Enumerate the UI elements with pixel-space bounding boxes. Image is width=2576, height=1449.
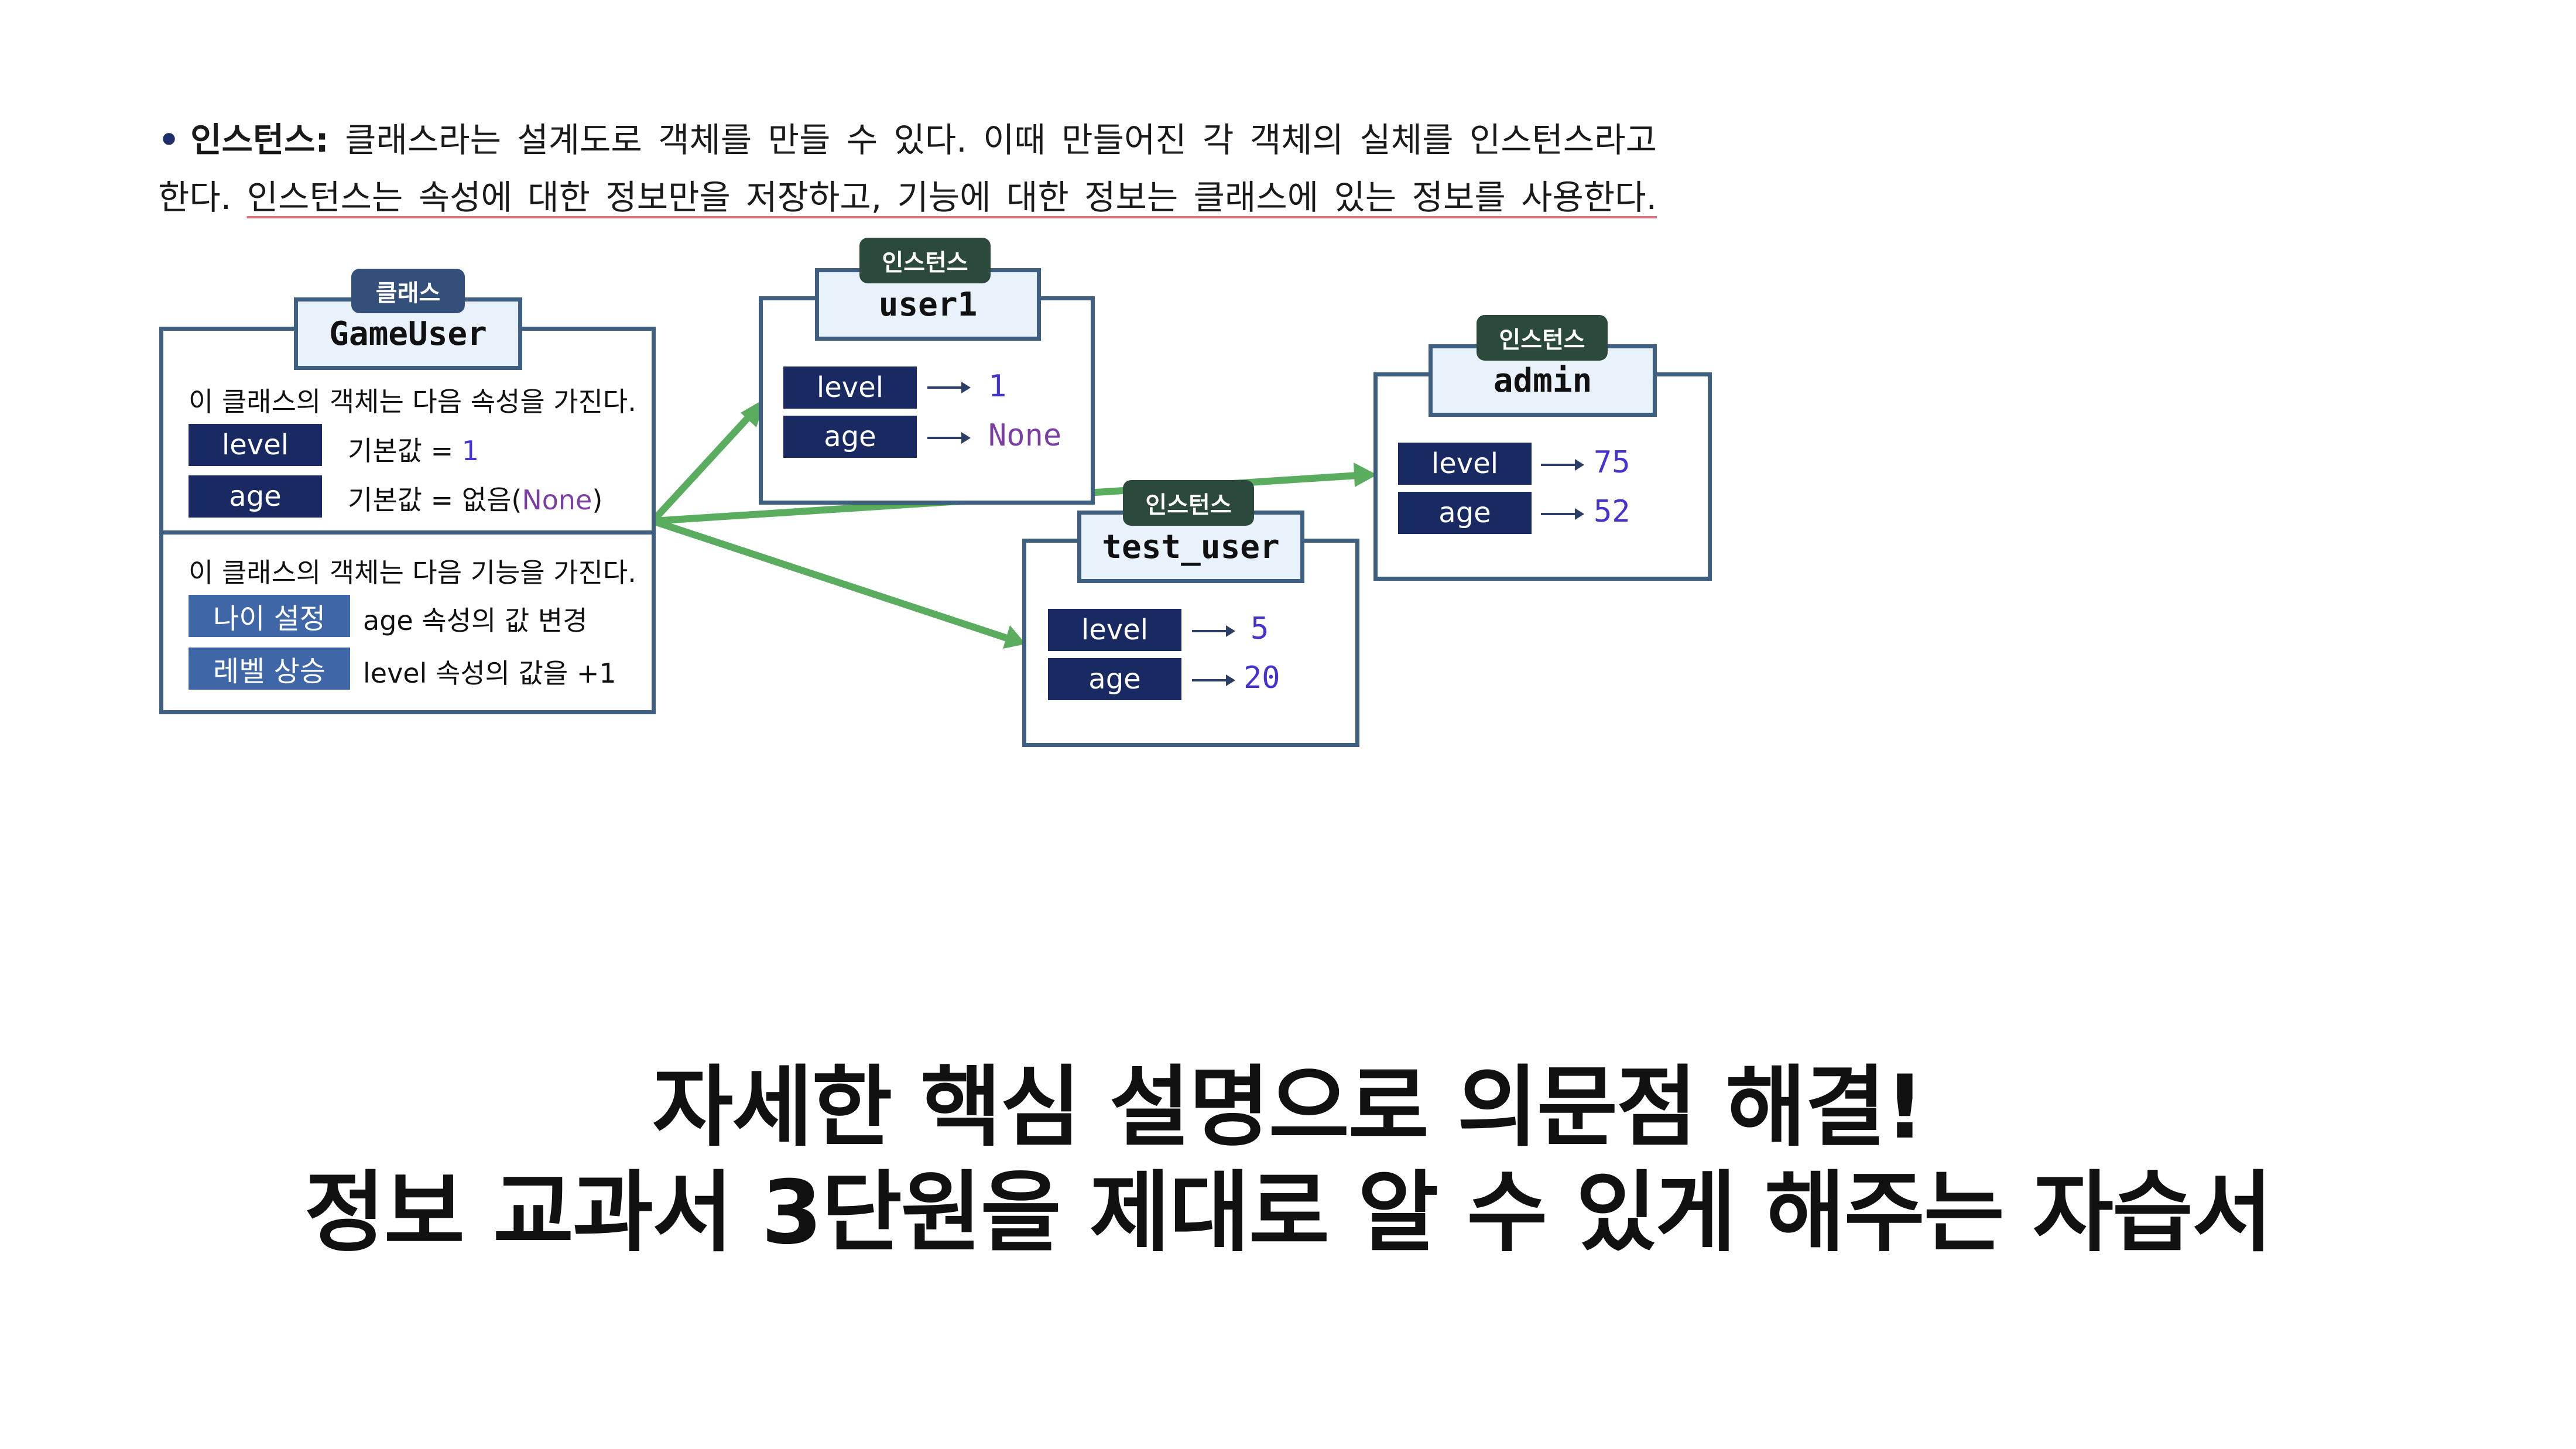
user1-attr-level: level xyxy=(783,366,917,409)
instance-name-admin: admin xyxy=(1429,344,1657,417)
arrow-to-user1 xyxy=(650,407,758,524)
paragraph-line-1-text: 클래스라는 설계도로 객체를 만들 수 있다. 이때 만들어진 각 객체의 실체… xyxy=(328,120,1657,160)
arrowhead-test-user xyxy=(1003,625,1026,649)
instance-tag-user1: 인스턴스 xyxy=(859,238,991,283)
class-attr-desc: 이 클래스의 객체는 다음 속성을 가진다. xyxy=(189,386,636,417)
headline-line-2: 정보 교과서 3단원을 제대로 알 수 있게 해주는 자습서 xyxy=(304,1162,2273,1264)
test-user-attr-age: age xyxy=(1048,658,1181,700)
term: 인스턴스: xyxy=(190,120,329,160)
method-set-age-desc: age 속성의 값 변경 xyxy=(363,605,588,636)
admin-level-value: 75 xyxy=(1594,445,1630,480)
user1-level-value: 1 xyxy=(988,369,1007,404)
method-level-up-desc: level 속성의 값을 +1 xyxy=(363,657,616,689)
instance-tag-admin: 인스턴스 xyxy=(1477,315,1608,361)
class-attr-level: level xyxy=(189,424,322,466)
class-attr-age: age xyxy=(189,475,322,518)
paragraph-line-1: •인스턴스: 클래스라는 설계도로 객체를 만들 수 있다. 이때 만들어진 각… xyxy=(158,111,1657,169)
default-label-age: 기본값 = 없음( xyxy=(348,484,522,516)
admin-age-value: 52 xyxy=(1594,494,1630,529)
test-user-age-value: 20 xyxy=(1244,660,1280,696)
admin-level-arrow xyxy=(1541,459,1584,471)
paragraph-line-2: 한다. 인스턴스는 속성에 대한 정보만을 저장하고, 기능에 대한 정보는 클… xyxy=(158,169,1657,226)
arrow-to-test-user xyxy=(652,518,1008,642)
user1-age-arrow xyxy=(927,432,971,444)
user1-age-value: None xyxy=(988,418,1062,453)
test-user-age-arrow xyxy=(1192,674,1235,686)
paragraph-line-2-text: 한다. xyxy=(158,177,247,217)
method-level-up: 레벨 상승 xyxy=(189,648,350,690)
admin-age-arrow xyxy=(1541,508,1584,520)
user1-level-arrow xyxy=(927,382,971,393)
instance-name-test-user: test_user xyxy=(1077,511,1304,583)
admin-attr-level: level xyxy=(1398,443,1532,485)
test-user-level-arrow xyxy=(1192,625,1235,637)
instance-tag-test-user: 인스턴스 xyxy=(1123,480,1254,526)
bullet: • xyxy=(158,120,180,160)
method-set-age: 나이 설정 xyxy=(189,595,350,637)
class-attr-age-default: 기본값 = 없음(None) xyxy=(348,479,602,518)
underlined-sentence: 인스턴스는 속성에 대한 정보만을 저장하고, 기능에 대한 정보는 클래스에 … xyxy=(246,177,1657,217)
default-value-age: None xyxy=(522,484,592,516)
default-label-level: 기본값 = xyxy=(348,435,462,467)
test-user-attr-level: level xyxy=(1048,609,1181,651)
test-user-level-value: 5 xyxy=(1251,611,1269,646)
default-value-level: 1 xyxy=(461,435,479,467)
class-divider xyxy=(159,530,656,535)
class-tag: 클래스 xyxy=(351,269,465,313)
definition-paragraph: •인스턴스: 클래스라는 설계도로 객체를 만들 수 있다. 이때 만들어진 각… xyxy=(158,111,1657,226)
arrowhead-admin xyxy=(1354,463,1377,487)
default-suffix-age: ) xyxy=(592,484,603,516)
class-method-desc: 이 클래스의 객체는 다음 기능을 가진다. xyxy=(189,557,636,588)
user1-attr-age: age xyxy=(783,416,917,458)
admin-attr-age: age xyxy=(1398,492,1532,534)
class-attr-level-default: 기본값 = 1 xyxy=(348,430,479,468)
headline-line-1: 자세한 핵심 설명으로 의문점 해결! xyxy=(652,1057,1924,1159)
